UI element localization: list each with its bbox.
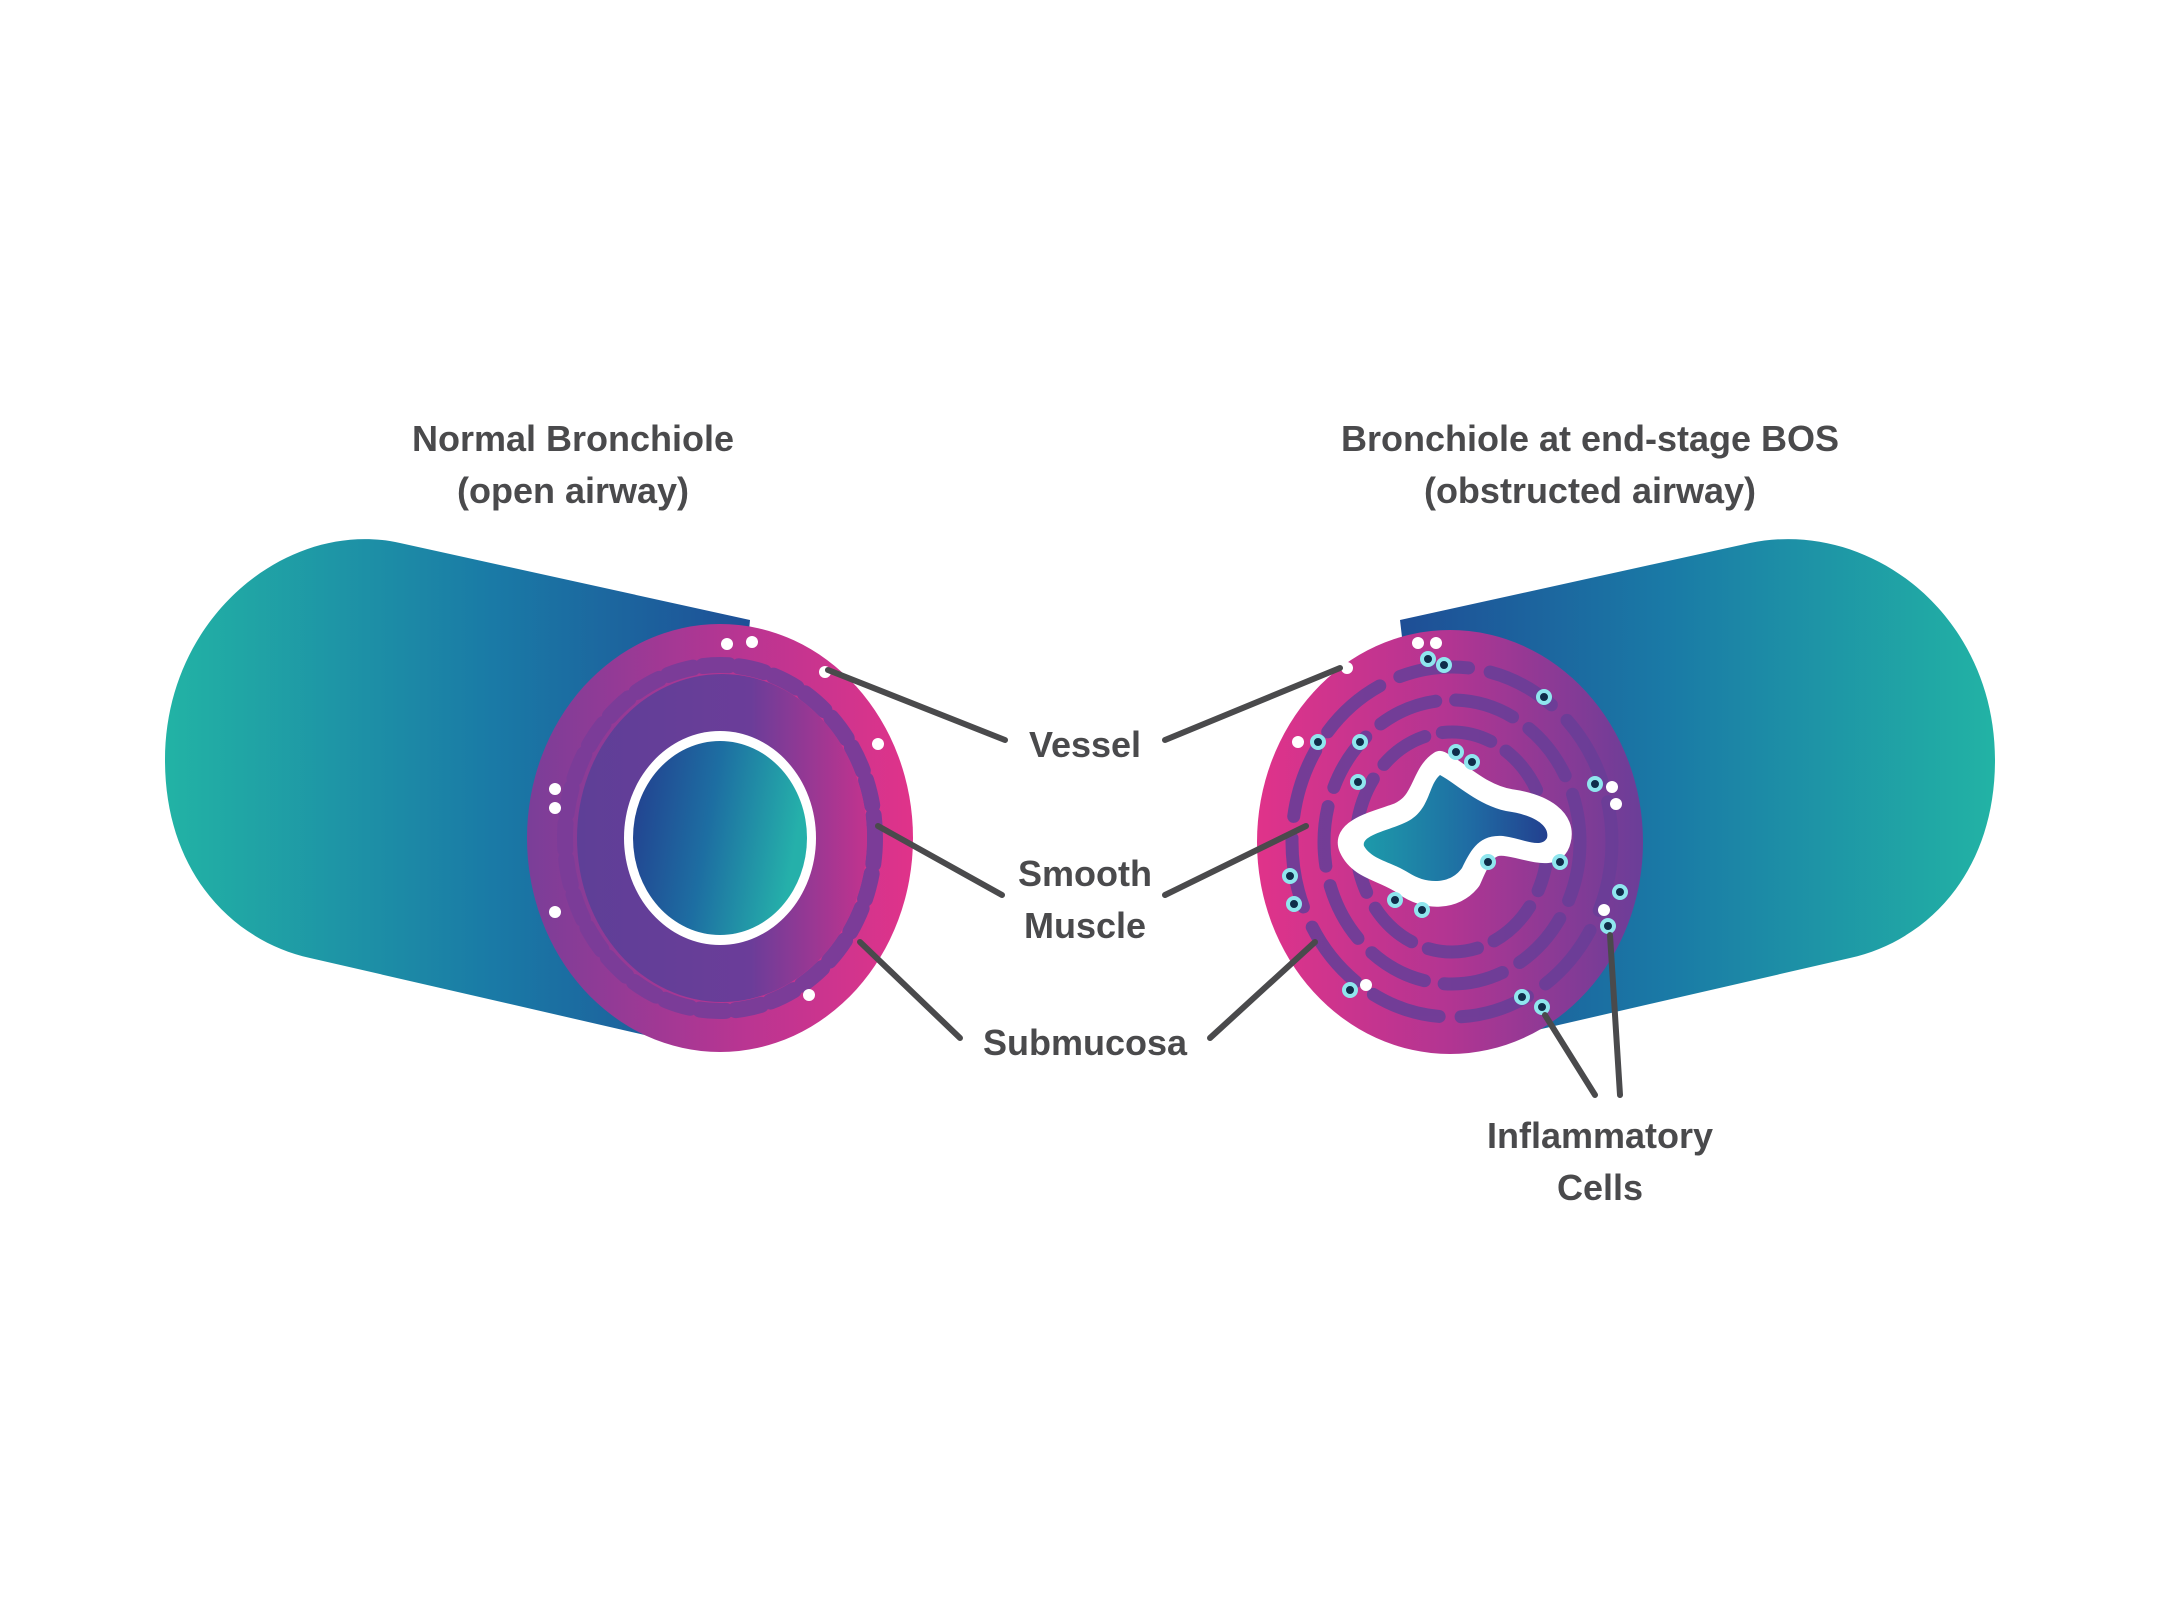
inflammatory-cell	[1414, 902, 1430, 918]
smooth-muscle-band-left	[557, 657, 883, 1019]
vessel-dot	[549, 802, 561, 814]
vessel-dot	[746, 636, 758, 648]
smooth-muscle-leader-right	[1162, 823, 1309, 898]
vessel-leader-left	[825, 667, 1008, 743]
leader-lines	[825, 665, 1623, 1098]
inflammatory-cell	[1587, 776, 1603, 792]
title-line-1: Normal Bronchiole	[411, 418, 735, 459]
inflammatory-cell	[1436, 657, 1452, 673]
vessels-left	[549, 636, 884, 1001]
inflammatory-cells	[1282, 637, 1628, 1015]
inflammatory-cell	[1552, 854, 1568, 870]
smooth-muscle-label: Smooth Muscle	[985, 848, 1185, 952]
label-line-2: Muscle	[1023, 905, 1147, 946]
vessel-dot	[872, 738, 884, 750]
normal-bronchiole-title: Normal Bronchiole (open airway)	[373, 413, 773, 517]
title-line-2: (open airway)	[456, 470, 690, 511]
inflammatory-cell	[1480, 854, 1496, 870]
submucosa-leader-left	[857, 939, 963, 1041]
inflammatory-cell	[1350, 774, 1366, 790]
vessel-dot	[1292, 736, 1304, 748]
inflammatory-cell	[1282, 868, 1298, 884]
bos-bronchiole-title: Bronchiole at end-stage BOS (obstructed …	[1280, 413, 1900, 517]
vessel-dot	[1412, 637, 1424, 649]
inflammatory-cell	[1310, 734, 1326, 750]
label-line-1: Inflammatory	[1486, 1115, 1714, 1156]
inflammatory-cell	[1286, 896, 1302, 912]
vessel-dot	[1610, 798, 1622, 810]
vessel-leader-right	[1162, 665, 1343, 743]
inflammatory-cell	[1420, 651, 1436, 667]
title-line-1: Bronchiole at end-stage BOS	[1340, 418, 1840, 459]
muscle-band-outer	[1285, 660, 1619, 1024]
vessel-dot	[1598, 904, 1610, 916]
inflammatory-cell	[1514, 989, 1530, 1005]
inflammatory-cell	[1536, 689, 1552, 705]
vessel-dot	[721, 638, 733, 650]
inflammatory-leader-2	[1607, 932, 1623, 1098]
inflammatory-cell	[1612, 884, 1628, 900]
inflammatory-leader-1	[1542, 1012, 1598, 1098]
inflammatory-cell	[1342, 982, 1358, 998]
vessel-dot	[549, 783, 561, 795]
label-line-1: Smooth	[1018, 853, 1152, 894]
open-lumen	[633, 741, 807, 935]
vessel-dot	[1360, 979, 1372, 991]
inflammatory-cell	[1352, 734, 1368, 750]
vessel-dot	[549, 906, 561, 918]
inflammatory-cell	[1464, 754, 1480, 770]
smooth-muscle-leader-left	[875, 823, 1005, 898]
vessel-dot	[1606, 781, 1618, 793]
vessel-dot	[1430, 637, 1442, 649]
inflammatory-cell	[1534, 999, 1550, 1015]
muscle-band-mid	[1317, 693, 1587, 991]
inflammatory-cell	[1600, 918, 1616, 934]
vessel-dot	[803, 989, 815, 1001]
submucosa-label: Submucosa	[982, 1022, 1188, 1063]
submucosa-leader-right	[1207, 939, 1318, 1041]
label-line-2: Cells	[1556, 1167, 1644, 1208]
inflammatory-cells-label: Inflammatory Cells	[1440, 1110, 1760, 1214]
vessel-label: Vessel	[1028, 724, 1142, 765]
title-line-2: (obstructed airway)	[1423, 470, 1757, 511]
obstructed-lumen	[1363, 775, 1548, 882]
normal-bronchiole	[165, 539, 913, 1052]
inflammatory-cell	[1387, 892, 1403, 908]
bos-bronchiole	[1257, 539, 1995, 1054]
vessel-dot	[1341, 662, 1353, 674]
inflammatory-cell	[1448, 744, 1464, 760]
